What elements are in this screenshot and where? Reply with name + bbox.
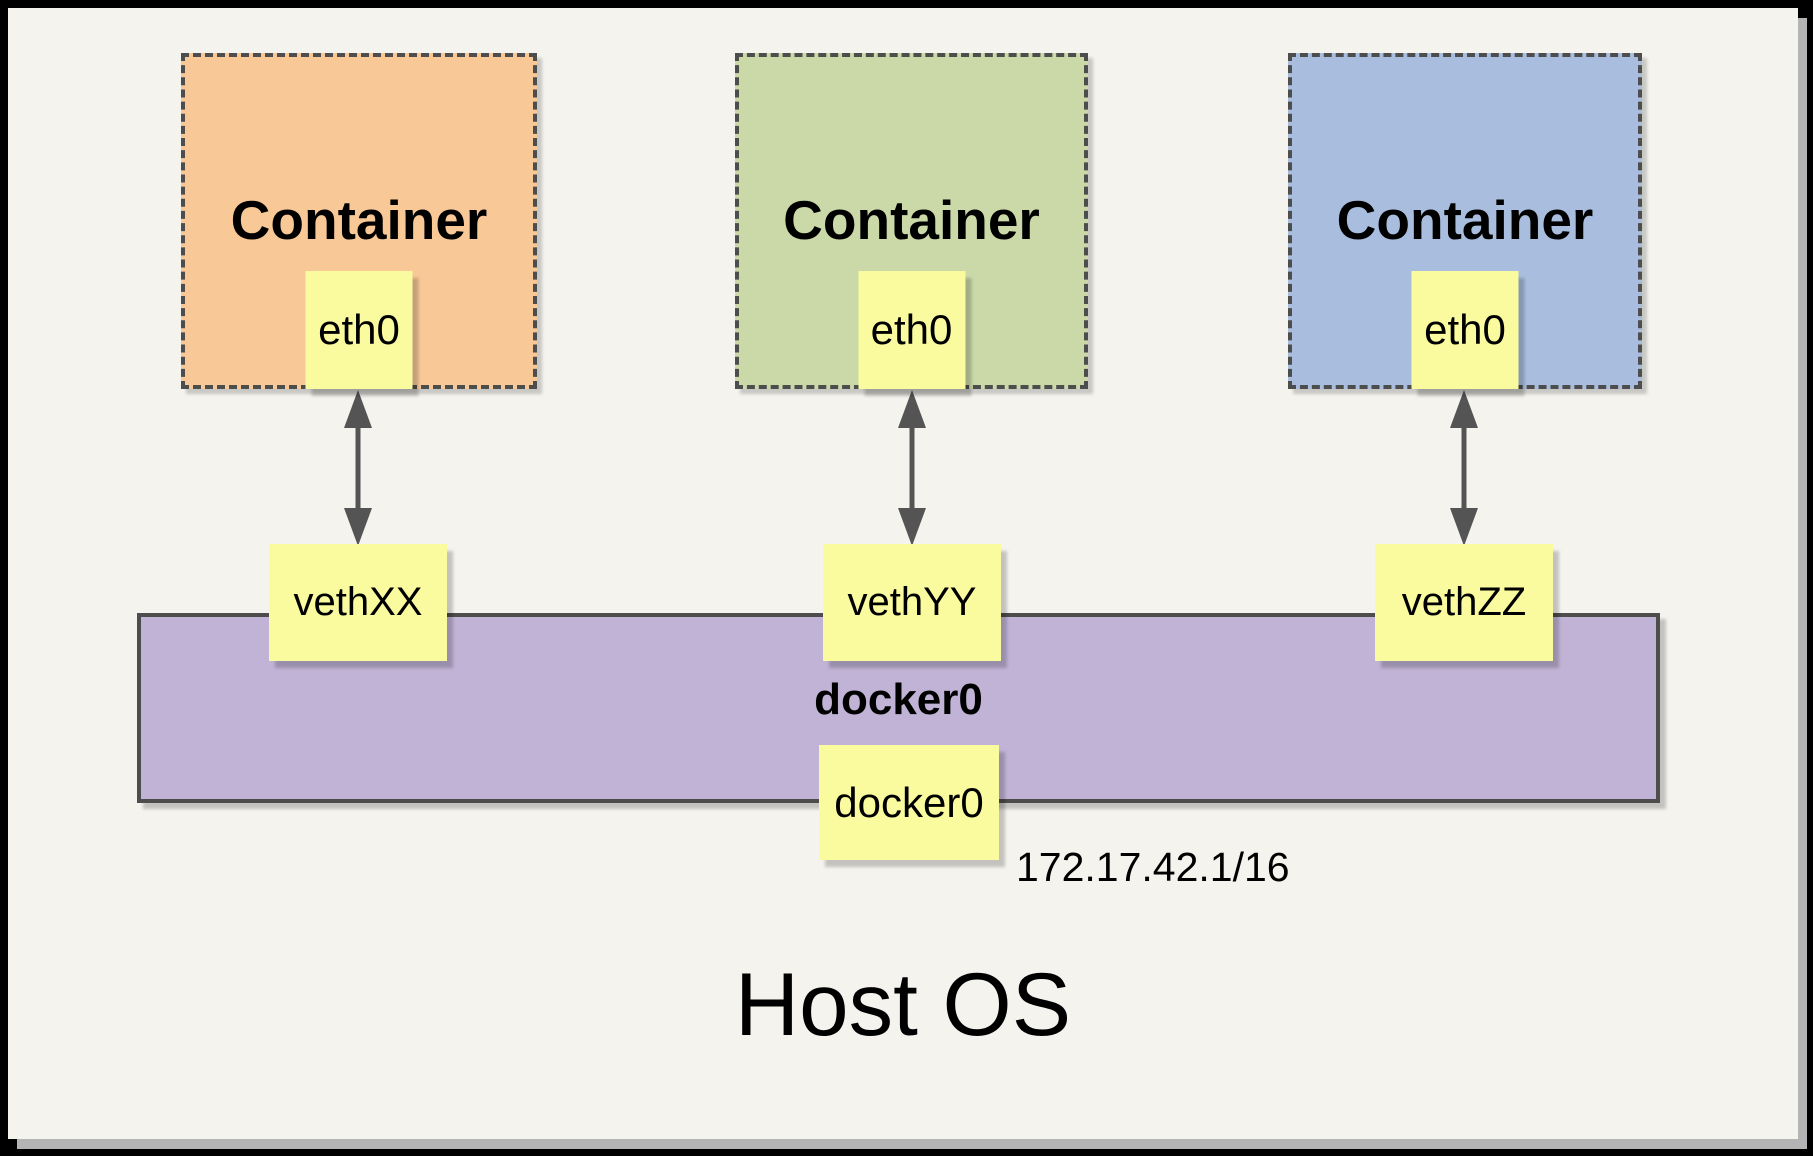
container-title-2: Container bbox=[783, 189, 1040, 251]
vethzz-box: vethZZ bbox=[1375, 544, 1553, 661]
eth0-box-1: eth0 bbox=[305, 271, 413, 389]
eth0-box-3: eth0 bbox=[1411, 271, 1519, 389]
arrow-eth0-vethzz-icon bbox=[1450, 390, 1478, 546]
eth0-box-2: eth0 bbox=[858, 271, 965, 389]
container-box-2: Container eth0 bbox=[735, 53, 1088, 389]
bridge-ip-label: 172.17.42.1/16 bbox=[1016, 844, 1290, 890]
host-os-label: Host OS bbox=[734, 954, 1072, 1054]
container-box-1: Container eth0 bbox=[181, 53, 537, 389]
docker0-bridge-title: docker0 bbox=[814, 675, 983, 724]
container-title-1: Container bbox=[230, 189, 488, 251]
vethxx-box: vethXX bbox=[269, 544, 447, 661]
container-box-3: Container eth0 bbox=[1288, 53, 1642, 389]
diagram-canvas: Container eth0 Container eth0 Container … bbox=[8, 8, 1798, 1139]
arrow-eth0-vethxx-icon bbox=[344, 390, 372, 546]
container-title-3: Container bbox=[1336, 189, 1594, 251]
docker0-interface-box: docker0 bbox=[819, 745, 999, 860]
vethyy-box: vethYY bbox=[823, 544, 1001, 661]
arrow-eth0-vethyy-icon bbox=[898, 390, 926, 546]
